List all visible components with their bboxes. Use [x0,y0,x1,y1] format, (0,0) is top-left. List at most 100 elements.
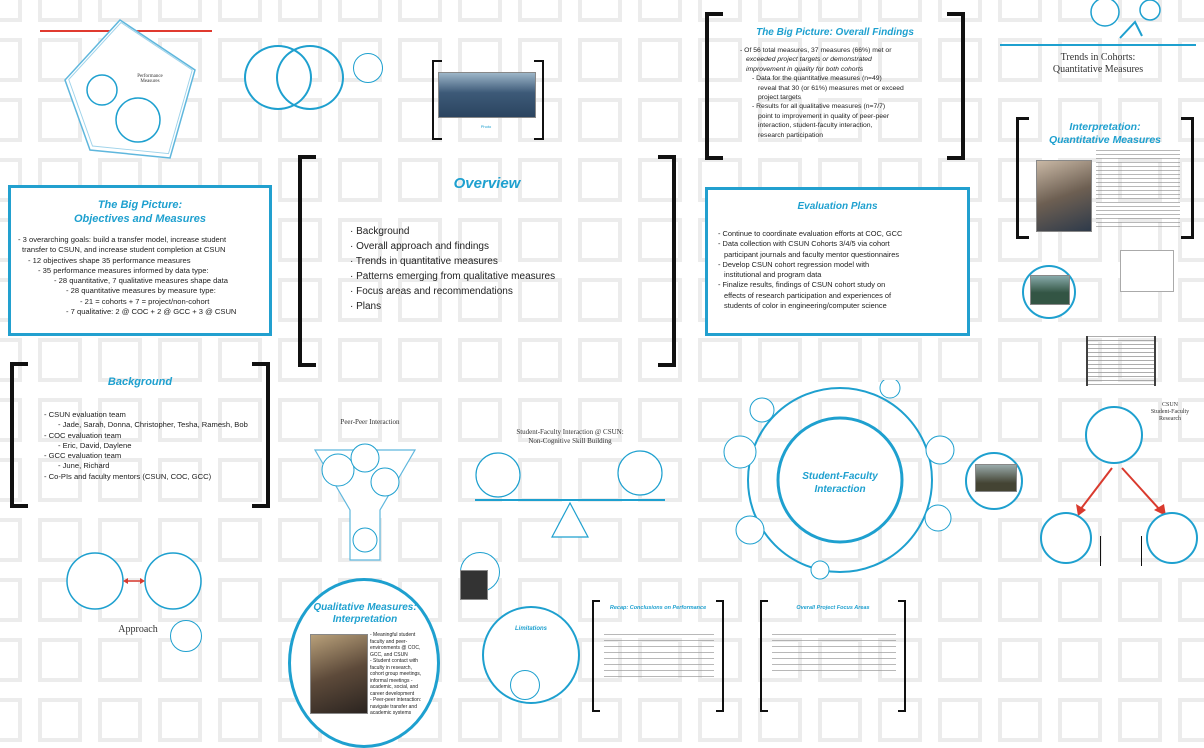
overview-item: · Background [350,226,410,237]
plans-item: institutional and program data [724,270,822,280]
photo-frame-bracket [432,60,544,140]
performance-triangle[interactable] [60,10,210,160]
approach-diagram[interactable] [65,548,205,618]
objectives-item: - 28 quantitative, 7 qualitative measure… [54,276,228,286]
interp-qual-item: academic, social, and [370,684,419,690]
overview-item: · Plans [350,301,382,312]
interp-qual-item: environments @ COC, [370,645,421,651]
interp-qual-photo [310,634,368,714]
overview-item: · Patterns emerging from qualitative mea… [350,271,556,282]
interp-qual-item: academic systems [370,710,412,716]
findings-item: project targets [758,94,802,102]
findings-frame[interactable] [705,12,965,160]
interp-quant-frame[interactable] [1016,117,1194,239]
findings-item: - Data for the quantitative measures (n=… [752,75,882,83]
plans-item: - Develop CSUN cohort regression model w… [718,259,870,269]
plans-item: - Data collection with CSUN Cohorts 3/4/… [718,239,890,249]
background-item: - Co-PIs and faculty mentors (CSUN, COC,… [44,471,212,481]
peer-funnel[interactable] [310,430,420,570]
red-arrows [1076,467,1166,516]
objectives-item: - 28 quantitative measures by measure ty… [66,286,216,296]
text-card[interactable] [1086,336,1156,386]
objectives-item: - 3 overarching goals: build a transfer … [18,235,227,244]
research-right-circle[interactable] [1146,512,1198,564]
interp-qual-item: career development [370,690,415,697]
sfi-photo [975,464,1017,492]
objectives-title: The Big Picture: Objectives and Measures [73,199,207,225]
objectives-list: - 3 overarching goals: build a transfer … [18,235,236,317]
findings-item: research participation [758,131,823,139]
recap-title: Recap: Conclusions on Performance [609,605,707,611]
background-item: - CSUN evaluation team [44,410,126,419]
background-item: - Jade, Sarah, Donna, Christopher, Tesha… [58,420,248,430]
plans-item: students of color in engineering/compute… [724,301,887,311]
background-item: - COC evaluation team [44,430,122,440]
interp-qual-title: Qualitative Measures: Interpretation [313,602,417,625]
sfi-title: Student-Faculty Interaction [802,471,878,495]
objectives-item: transfer to CSUN, and increase student c… [22,245,226,255]
interp-qual-item: - Meaningful student [370,632,416,638]
research-circle[interactable] [1085,406,1143,464]
interp-quant-title: Interpretation: Quantitative Measures [1048,121,1162,146]
findings-item: - Of 56 total measures, 37 measures (66%… [740,47,892,54]
focus-title: Overall Project Focus Areas [796,605,870,611]
background-frame[interactable] [10,362,270,508]
plans-item: - Finalize results, findings of CSUN coh… [718,280,886,290]
approach-label: Approach [118,624,158,635]
objectives-item: - 7 qualitative: 2 @ COC + 2 @ GCC + 3 @… [66,307,237,317]
overview-title: Overview [453,175,521,192]
limitations-title: Limitations [514,626,547,632]
findings-item: - Results for all qualitative measures (… [752,103,886,111]
objectives-item: - 21 = cohorts + 7 = project/non-cohort [80,296,210,306]
overview-item: · Trends in quantitative measures [350,256,498,267]
venn-right-circle[interactable] [276,45,344,110]
trends-chart-icon[interactable] [1080,0,1170,40]
photo-caption: Photo [480,124,492,129]
performance-measures-label: Performance Measures [137,74,163,84]
focus-frame[interactable] [760,600,906,712]
background-item: - June, Richard [58,461,110,471]
findings-title: The Big Picture: Overall Findings [756,27,914,38]
findings-item: improvement in quality for both cohorts [746,65,864,73]
peer-label: Peer-Peer Interaction [340,418,400,426]
limitations-small-circle[interactable] [510,670,540,700]
interp-qual-item: - Peer-peer interaction: [370,697,422,703]
interp-qual-item: GCC, and CSUN [370,651,408,658]
csun-sfr-label: CSUN Student-Faculty Research [1150,402,1190,422]
focus-text [772,634,896,676]
sfi-cycle[interactable] [710,380,970,580]
plans-title: Evaluation Plans [797,201,878,212]
plans-item: effects of research participation and ex… [724,290,892,300]
tablet-photo [460,570,488,600]
note-card[interactable] [1120,250,1174,292]
sfi-csun-label: Student-Faculty Interaction @ CSUN: Non-… [516,428,624,445]
trends-divider [1000,44,1196,46]
interp-qual-item: faculty in research, [370,664,412,671]
trends-title: Trends in Cohorts: Quantitative Measures [1052,52,1144,75]
interp-qual-item: informal meetings - [370,677,413,684]
interp-qual-item: navigate transfer and [370,703,417,710]
findings-item: exceeded project targets or demonstrated [746,56,872,64]
plans-frame[interactable] [705,187,970,336]
seesaw[interactable] [470,445,670,540]
background-item: - Eric, David, Daylene [58,440,132,450]
plans-list: - Continue to coordinate evaluation effo… [718,229,902,311]
overview-item: · Focus areas and recommendations [350,286,513,297]
objectives-item: - 35 performance measures informed by da… [38,265,209,275]
research-left-circle[interactable] [1040,512,1092,564]
objectives-item: - 12 objectives shape 35 performance mea… [28,255,191,265]
interp-qual-item: - Student contact with [370,658,419,664]
background-title: Background [107,376,173,388]
research-middle-card[interactable] [1100,536,1142,566]
recap-frame[interactable] [592,600,724,712]
approach-small-circle[interactable] [170,620,202,652]
objectives-frame[interactable] [8,185,272,336]
plans-item: - Continue to coordinate evaluation effo… [718,229,903,238]
group-photo [438,72,536,118]
small-circle-top[interactable] [353,53,383,83]
recap-text [604,634,714,682]
interp-quant-text [1096,150,1180,230]
plans-item: participant journals and faculty mentor … [724,249,900,259]
overview-frame[interactable] [298,155,676,367]
